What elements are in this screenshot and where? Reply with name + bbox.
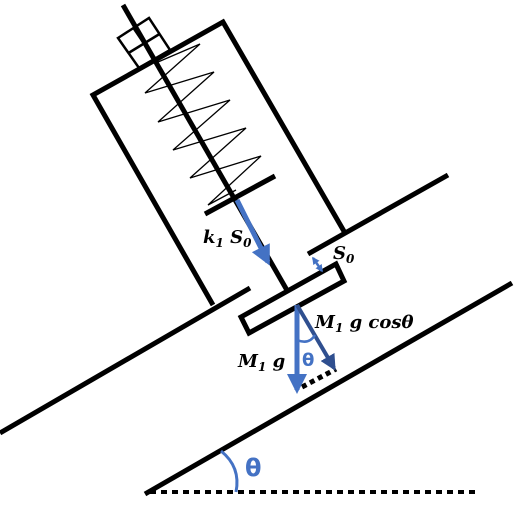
inner-angle-label: θ xyxy=(302,350,314,371)
incline-angle-label: θ xyxy=(245,454,262,482)
component-dotted-line xyxy=(300,366,338,390)
gap-indicator-arrow xyxy=(311,256,324,273)
spring-coil xyxy=(144,43,262,206)
spring-seat-plate xyxy=(203,173,277,217)
spring-force-label: k1 S0 xyxy=(203,227,252,250)
normal-component-label: M1 g cosθ xyxy=(314,312,414,335)
spring-housing xyxy=(89,18,348,307)
sliding-mass-block xyxy=(237,260,348,337)
upper-surface-right xyxy=(306,172,450,257)
inner-angle-arc xyxy=(296,334,317,343)
gap-label: S0 xyxy=(333,243,355,266)
incline-angle-arc xyxy=(220,449,239,493)
upper-surface-left xyxy=(0,285,252,436)
spring-force-arrow xyxy=(234,198,271,266)
incline-lower-surface xyxy=(143,280,514,497)
weight-label: M1 g xyxy=(237,351,285,374)
